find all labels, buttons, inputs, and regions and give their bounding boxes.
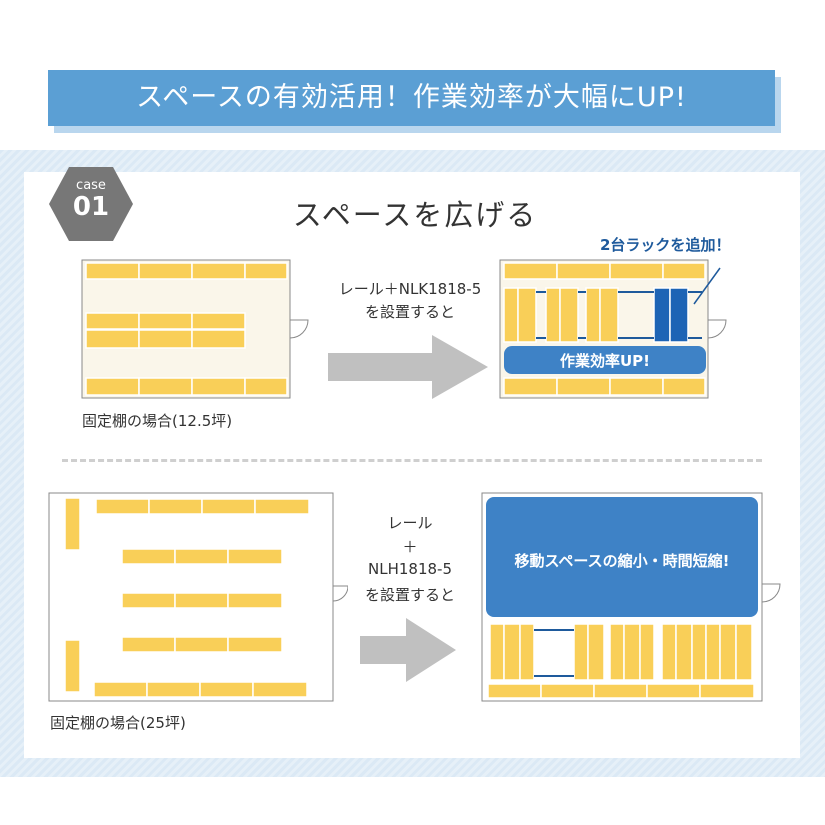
shelf-row-group	[85, 262, 288, 396]
fixed-shelf-floorplan-large	[48, 492, 348, 702]
section-divider	[62, 459, 762, 462]
bottom-arrow-icon	[360, 618, 456, 682]
space-reduction-banner: 移動スペースの縮小・時間短縮!	[514, 552, 730, 570]
top-arrow-icon	[328, 335, 488, 399]
case-label: case	[76, 178, 106, 193]
top-instruction-line2: を設置すると	[364, 303, 455, 321]
banner-title: スペースの有効活用！作業効率が大幅にUP!	[136, 82, 687, 113]
door-swing-icon	[289, 319, 309, 339]
top-instruction-line1: レール＋NLK1818-5	[338, 280, 482, 298]
top-caption: 固定棚の場合(12.5坪)	[82, 412, 233, 430]
bottom-instruction-line3: NLH1818-5	[368, 560, 452, 578]
mobile-rack-floorplan-large	[481, 492, 781, 702]
bottom-instruction-line1: レール	[387, 514, 433, 532]
fixed-shelf-floorplan-small	[81, 259, 309, 399]
added-rack-group	[653, 287, 689, 343]
title-banner: スペースの有効活用！作業効率が大幅にUP!	[48, 70, 775, 126]
added-rack-callout: 2台ラックを追加！	[600, 236, 731, 254]
section-title: スペースを広げる	[292, 198, 538, 232]
case-badge-hexagon-icon	[49, 167, 133, 241]
bottom-instruction-line4: を設置すると	[364, 586, 455, 604]
case-number: 01	[72, 192, 110, 222]
mobile-rack-floorplan-small	[499, 259, 727, 399]
efficiency-banner: 作業効率UP!	[559, 352, 650, 370]
bottom-caption: 固定棚の場合(25坪)	[50, 714, 186, 732]
bottom-instruction-line2: ＋	[402, 538, 418, 556]
